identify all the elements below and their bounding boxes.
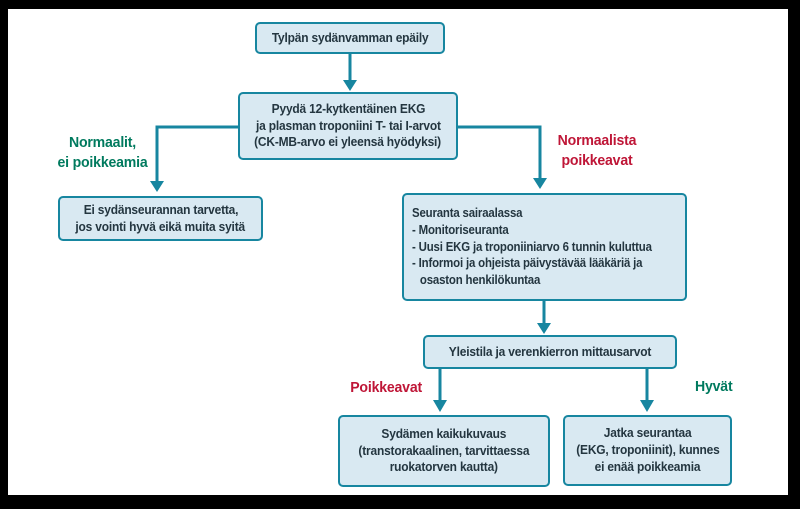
- node-text: (EKG, troponiinit), kunnes: [575, 442, 720, 458]
- node-vitals-check: Yleistila ja verenkierron mittausarvot: [423, 335, 677, 369]
- node-text: osaston henkilökuntaa: [419, 272, 541, 288]
- node-text: Pyydä 12-kytkentäinen EKG: [271, 100, 425, 116]
- node-hospital-monitoring: Seuranta sairaalassa - Monitoriseuranta …: [402, 193, 687, 301]
- branch-label-text: Hyvät: [695, 378, 733, 395]
- branch-label-text: Normaalit,: [68, 134, 137, 151]
- arrowhead-down-icon: [537, 323, 551, 334]
- node-text: ja plasman troponiini T- tai I-arvot: [255, 117, 441, 133]
- node-ekg-troponin: Pyydä 12-kytkentäinen EKG ja plasman tro…: [238, 92, 458, 160]
- connector-ekg-to-hospital: [458, 125, 542, 179]
- arrowhead-down-icon: [343, 80, 357, 91]
- node-text: (CK-MB-arvo ei yleensä hyödyksi): [254, 134, 442, 150]
- node-echocardiography: Sydämen kaikukuvaus (transtorakaalinen, …: [338, 415, 550, 487]
- node-text: Ei sydänseurannan tarvetta,: [83, 201, 238, 217]
- branch-label-normal: Normaalit, ei poikkeamia: [35, 133, 170, 174]
- node-no-cardiac-monitoring: Ei sydänseurannan tarvetta, jos vointi h…: [58, 196, 263, 241]
- arrowhead-down-icon: [433, 400, 447, 412]
- node-text: Yleistila ja verenkierron mittausarvot: [448, 343, 652, 359]
- arrowhead-down-icon: [640, 400, 654, 412]
- node-text: - Informoi ja ohjeista päivystävää lääkä…: [412, 255, 643, 271]
- branch-label-text: poikkeavat: [561, 152, 633, 170]
- node-text: - Monitoriseuranta: [412, 221, 509, 237]
- branch-label-deviating: Poikkeavat: [330, 378, 422, 398]
- node-text: Tylpän sydänvamman epäily: [271, 29, 429, 45]
- node-text: Seuranta sairaalassa: [412, 204, 523, 220]
- branch-label-abnormal: Normaalista poikkeavat: [542, 131, 652, 172]
- node-text: Sydämen kaikukuvaus: [381, 425, 507, 441]
- arrowhead-down-icon: [533, 178, 547, 189]
- branch-label-text: Poikkeavat: [350, 379, 422, 396]
- node-text: ruokatorven kautta): [389, 459, 499, 475]
- node-text: Jatka seurantaa: [603, 425, 692, 441]
- node-text: - Uusi EKG ja troponiiniarvo 6 tunnin ku…: [412, 238, 652, 254]
- branch-label-good: Hyvät: [695, 377, 755, 397]
- node-text: ei enää poikkeamia: [594, 458, 701, 474]
- node-text: (transtorakaalinen, tarvittaessa: [358, 442, 530, 458]
- connector-ekg-to-no-monitoring: [155, 125, 238, 182]
- arrowhead-down-icon: [150, 181, 164, 192]
- node-continue-monitoring: Jatka seurantaa (EKG, troponiinit), kunn…: [563, 415, 732, 486]
- node-suspicion: Tylpän sydänvamman epäily: [255, 22, 445, 54]
- node-text: jos vointi hyvä eikä muita syitä: [75, 218, 246, 234]
- branch-label-text: Normaalista: [557, 132, 637, 149]
- branch-label-text: ei poikkeamia: [57, 154, 148, 172]
